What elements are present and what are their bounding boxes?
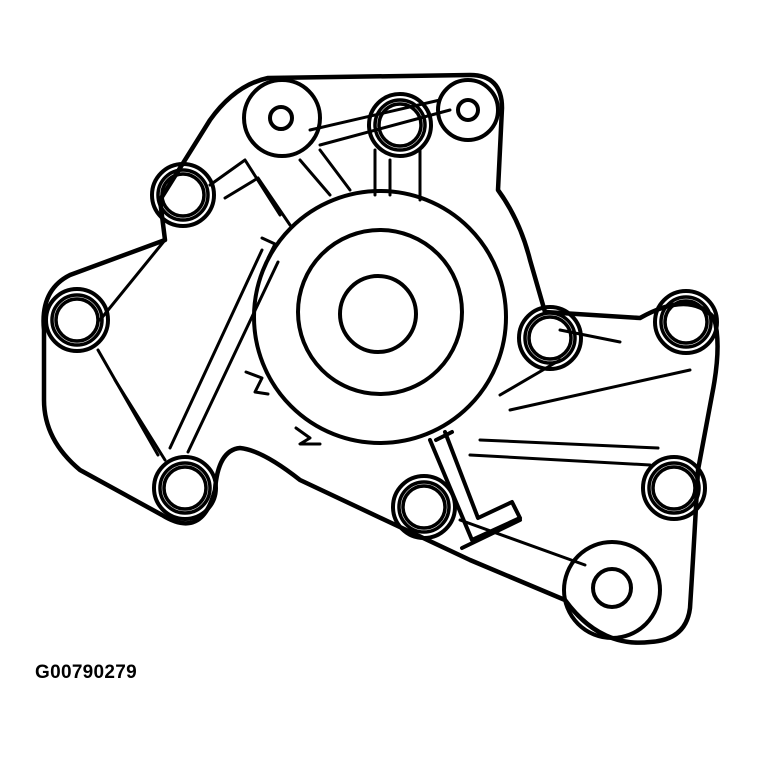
bolt-washer-ring bbox=[156, 168, 210, 222]
dowel-hole-bottom-right bbox=[591, 567, 633, 609]
bolt-inner-ring bbox=[160, 172, 206, 218]
dowel-boss-top-right bbox=[436, 78, 500, 142]
dowel-hole-top-left bbox=[268, 105, 294, 131]
bolt-outer-ring bbox=[150, 162, 216, 228]
bolt-inner-ring bbox=[527, 315, 573, 361]
bolt-washer-ring bbox=[373, 98, 427, 152]
lower-tab bbox=[428, 430, 522, 550]
bolt-head bbox=[653, 289, 719, 355]
bolt-washer-ring bbox=[647, 461, 701, 515]
bolt-outer-ring bbox=[44, 287, 110, 353]
bolt-head bbox=[641, 455, 707, 521]
bolt-washer-ring bbox=[659, 295, 713, 349]
dowel-hole-top-right bbox=[456, 98, 480, 122]
bolt-head bbox=[391, 474, 457, 540]
bolt-washer-ring bbox=[397, 480, 451, 534]
bolt-washer-ring bbox=[158, 461, 212, 515]
dowel-bosses bbox=[242, 78, 662, 640]
impeller-hub bbox=[252, 189, 508, 445]
bolt-outer-ring bbox=[152, 455, 218, 521]
dowel-boss-top-left bbox=[242, 78, 322, 158]
figure-code-label: G00790279 bbox=[35, 662, 138, 683]
bolt-head bbox=[152, 455, 218, 521]
bolt-head bbox=[44, 287, 110, 353]
hub-middle-ring bbox=[296, 228, 464, 396]
bolt-washer-ring bbox=[50, 293, 104, 347]
bolt-outer-ring bbox=[391, 474, 457, 540]
pump-outline bbox=[41, 72, 720, 645]
bolt-inner-ring bbox=[54, 297, 100, 343]
bolt-outer-ring bbox=[517, 305, 583, 371]
bolt-head bbox=[517, 305, 583, 371]
bolt-head bbox=[150, 162, 216, 228]
bolt-inner-ring bbox=[162, 465, 208, 511]
pump-inner-webs bbox=[96, 98, 692, 567]
bolt-washer-ring bbox=[523, 311, 577, 365]
clip-marks bbox=[244, 236, 322, 446]
bolt-inner-ring bbox=[651, 465, 697, 511]
bolt-outer-ring bbox=[653, 289, 719, 355]
bolt-head bbox=[367, 92, 433, 158]
bolt-inner-ring bbox=[377, 102, 423, 148]
bolt-outer-ring bbox=[367, 92, 433, 158]
dowel-boss-bottom-right bbox=[562, 540, 662, 640]
bolt-outer-ring bbox=[641, 455, 707, 521]
hub-outer-ring bbox=[252, 189, 508, 445]
hub-bore bbox=[338, 274, 418, 354]
bolt-inner-ring bbox=[663, 299, 709, 345]
bolt-inner-ring bbox=[401, 484, 447, 530]
bolt-heads bbox=[44, 92, 719, 540]
